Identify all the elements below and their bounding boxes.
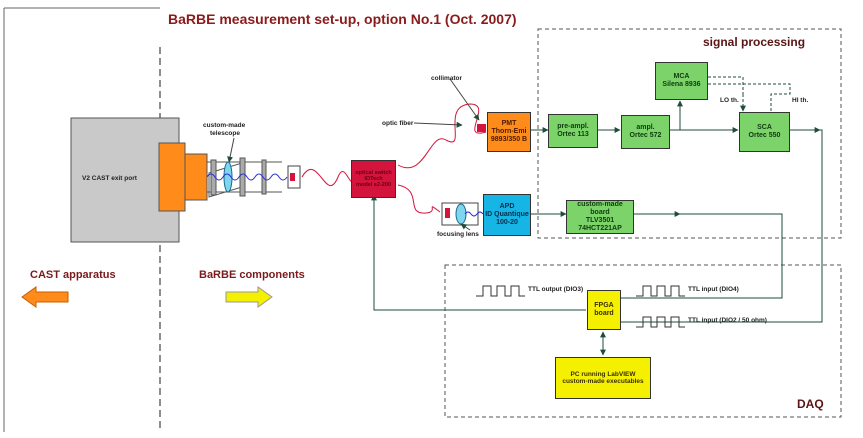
pmt-box: PMT Thorn-Emi 9893/350 B bbox=[487, 112, 531, 152]
board-to-fpga-line bbox=[634, 213, 783, 299]
mca-lo-threshold bbox=[708, 76, 744, 94]
mca-hi-threshold bbox=[708, 83, 791, 111]
ttl-output-pulses bbox=[476, 285, 525, 297]
fpga-box: FPGA board bbox=[587, 290, 621, 330]
preamp-name: pre-ampl. bbox=[557, 122, 589, 130]
cast-exit-port-label: V2 CAST exit port bbox=[82, 175, 137, 182]
telescope-pointer bbox=[227, 137, 235, 163]
preamp-model: Ortec 113 bbox=[557, 131, 589, 138]
pmt-name: PMT bbox=[501, 119, 517, 127]
signal-processing-region bbox=[537, 28, 842, 239]
cast-arrow bbox=[21, 286, 69, 308]
pmt-maker: Thorn-Emi bbox=[491, 127, 527, 135]
focusing-lens-tip bbox=[445, 208, 450, 218]
exit-port-flange bbox=[158, 142, 186, 212]
focusing-lens-glass bbox=[455, 203, 467, 225]
focusing-lens-pointer bbox=[460, 223, 471, 231]
mca-name: MCA bbox=[673, 72, 690, 80]
daq-label: DAQ bbox=[797, 397, 824, 411]
telescope-plate-3 bbox=[261, 159, 267, 195]
barbe-arrow bbox=[225, 286, 273, 308]
fiber-to-switch bbox=[301, 168, 359, 186]
hi-threshold-label: HI th. bbox=[792, 97, 809, 104]
fiber-to-pmt bbox=[397, 103, 487, 169]
custom-board-chip2: 74HCT221AP bbox=[578, 225, 622, 233]
amp-model: Ortec 572 bbox=[629, 132, 662, 139]
collimator-label: collimator bbox=[431, 75, 463, 82]
pc-software: custom-made executables bbox=[562, 378, 644, 385]
diagram-title: BaRBE measurement set-up, option No.1 (O… bbox=[168, 11, 517, 27]
cast-apparatus-label: CAST apparatus bbox=[30, 269, 116, 281]
apd-maker: ID Quantique bbox=[485, 210, 529, 218]
fpga-board: board bbox=[594, 310, 614, 317]
focusing-lens-label: focusing lens bbox=[437, 231, 479, 238]
pmt-model: 9893/350 B bbox=[490, 136, 528, 144]
optical-switch-name: optical switch bbox=[355, 169, 392, 176]
light-beam-wave bbox=[206, 173, 288, 181]
exit-port-flange-2 bbox=[184, 153, 208, 201]
optic-fiber-pointer bbox=[413, 121, 463, 128]
fpga-name: FPGA bbox=[594, 301, 614, 309]
apd-box: APD ID Quantique 100-20 bbox=[483, 194, 531, 236]
telescope-plate-1 bbox=[210, 159, 217, 196]
amp-name: ampl. bbox=[636, 123, 655, 131]
sca-name: SCA bbox=[757, 123, 772, 131]
ttl-input1-pulses bbox=[636, 285, 685, 297]
optical-switch-box: optical switch IOTech model s2-200 bbox=[351, 160, 396, 198]
apd-model: 100-20 bbox=[496, 219, 518, 227]
ttl-input2-pulses bbox=[636, 316, 685, 328]
sca-to-fpga-line bbox=[695, 129, 823, 323]
optical-switch-model: model s2-200 bbox=[356, 182, 391, 189]
apd-name: APD bbox=[499, 202, 515, 210]
optical-switch-maker: IOTech bbox=[364, 175, 383, 182]
sca-box: SCA Ortec 550 bbox=[739, 112, 790, 152]
telescope-label-line2: telescope bbox=[210, 130, 240, 137]
signal-processing-label: signal processing bbox=[703, 35, 806, 49]
preamp-box: pre-ampl. Ortec 113 bbox=[548, 114, 598, 148]
mca-box: MCA Silena 8936 bbox=[655, 62, 708, 100]
collimator-tip bbox=[477, 124, 486, 132]
mca-model: Silena 8936 bbox=[662, 81, 701, 88]
optic-fiber-label: optic fiber bbox=[382, 120, 414, 127]
daq-region bbox=[444, 264, 842, 418]
fiber-to-apd bbox=[397, 184, 441, 214]
lo-threshold-label: LO th. bbox=[720, 97, 739, 104]
focusing-beam-wave bbox=[464, 211, 484, 217]
pc-name: PC running LabVIEW bbox=[570, 370, 636, 378]
telescope-plate-2 bbox=[239, 157, 246, 197]
fpga-to-switch-line bbox=[373, 196, 586, 311]
ttl-output-label: TTL output (DIO3) bbox=[528, 286, 584, 293]
collimator-pointer bbox=[449, 78, 480, 121]
pc-box: PC running LabVIEW custom-made executabl… bbox=[555, 357, 651, 399]
telescope-label-line1: custom-made bbox=[203, 122, 246, 129]
custom-board-chip1: TLV3501 bbox=[585, 217, 615, 224]
ttl-input1-label: TTL input (DIO4) bbox=[688, 286, 739, 293]
ttl-input2-label: TTL input (DIO2 / 50 ohm) bbox=[688, 317, 767, 324]
amp-box: ampl. Ortec 572 bbox=[621, 115, 670, 149]
custom-board-box: custom-made board TLV3501 74HCT221AP bbox=[566, 200, 634, 234]
sca-model: Ortec 550 bbox=[748, 132, 781, 139]
fiber-coupler-tip bbox=[290, 173, 295, 181]
custom-board-name: custom-made board bbox=[577, 200, 623, 216]
barbe-components-label: BaRBE components bbox=[199, 269, 305, 281]
